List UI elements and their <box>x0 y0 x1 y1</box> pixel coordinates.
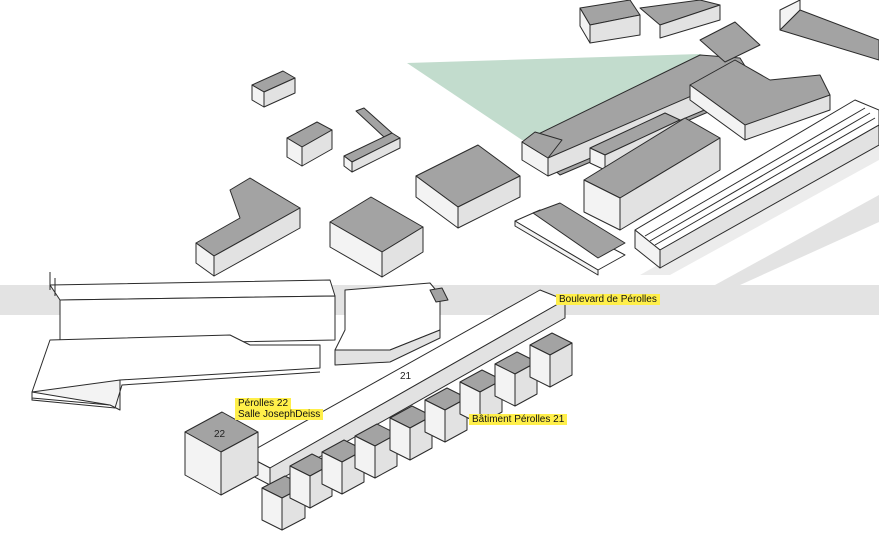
building-square-central <box>329 196 424 278</box>
building-22-label-line1: Pérolles 22 <box>235 398 292 409</box>
building-complex-top-right <box>579 0 879 141</box>
wing-7 <box>459 369 503 425</box>
green-park-area <box>407 54 725 140</box>
road-diagonal <box>715 195 879 285</box>
building-21-label-text: Bâtiment Pérolles 21 <box>469 414 568 425</box>
building-small-top-left <box>251 70 296 108</box>
wing-5 <box>389 405 433 461</box>
building-long-ribbed <box>634 99 879 269</box>
wing-3 <box>321 439 365 495</box>
building-west-main <box>31 272 336 411</box>
building-perolles-21-wings <box>261 332 573 531</box>
building-block-mid <box>415 144 521 229</box>
building-curved <box>334 282 449 366</box>
building-perolles-22[interactable] <box>184 411 259 496</box>
building-long-center <box>583 117 721 231</box>
street-label-boulevard[interactable]: Boulevard de Pérolles <box>556 294 660 305</box>
street-label-text: Boulevard de Pérolles <box>556 294 660 305</box>
building-small-b <box>343 107 401 173</box>
building-l-shape <box>195 177 301 277</box>
building-21-label[interactable]: Bâtiment Pérolles 21 <box>469 414 568 425</box>
wing-9 <box>529 332 573 388</box>
building-22-label[interactable]: Pérolles 22 Salle JosephDeiss <box>235 398 324 420</box>
building-number-22: 22 <box>214 429 226 440</box>
building-number-21: 21 <box>400 371 412 382</box>
building-small-a <box>286 121 333 167</box>
building-22-label-line2: Salle JosephDeiss <box>235 409 324 420</box>
building-sunken <box>514 202 626 276</box>
